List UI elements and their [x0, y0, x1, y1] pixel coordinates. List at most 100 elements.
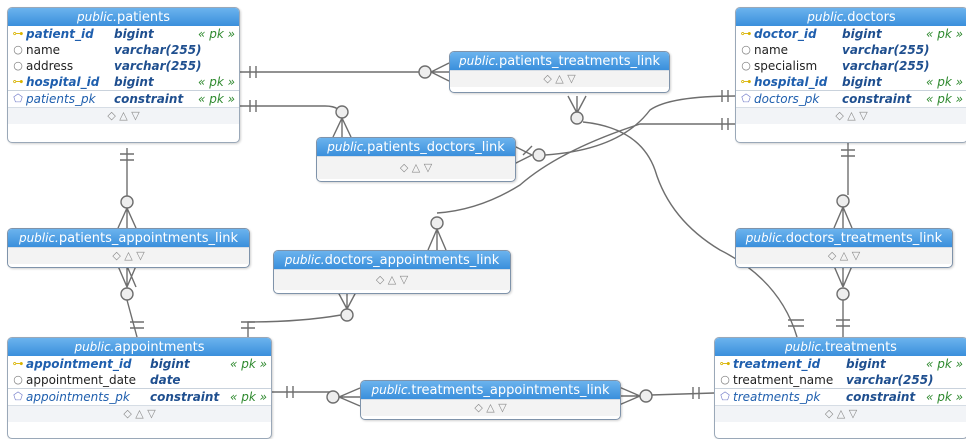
table-footer-controls[interactable]: ◇ △ ▽ [736, 107, 966, 124]
column-row[interactable]: ⊶ patient_id bigint « pk » [8, 26, 239, 42]
constraint-row[interactable]: ⬠ treatments_pk constraint « pk » [715, 388, 966, 405]
schema-label: public. [77, 10, 117, 24]
link-table-patients-appointments[interactable]: public.patients_appointments_link ◇ △ ▽ [7, 228, 250, 268]
table-header[interactable]: public.treatments [715, 338, 966, 356]
table-name: patients_treatments_link [498, 54, 660, 69]
table-footer-controls[interactable]: ◇ △ ▽ [274, 269, 510, 290]
column-name: hospital_id [26, 75, 100, 89]
table-footer-controls[interactable]: ◇ △ ▽ [8, 107, 239, 124]
constraint-row[interactable]: ⬠ patients_pk constraint « pk » [8, 90, 239, 107]
schema-label: public. [459, 54, 499, 68]
constraint-name: treatments_pk [733, 390, 821, 404]
column-name: address [26, 59, 74, 73]
table-footer-controls[interactable]: ◇ △ ▽ [8, 247, 249, 264]
footer-glyphs[interactable]: ◇ △ ▽ [123, 407, 156, 420]
table-doctors[interactable]: public.doctors ⊶ doctor_id bigint « pk »… [735, 7, 966, 143]
footer-glyphs[interactable]: ◇ △ ▽ [375, 273, 409, 286]
footer-glyphs[interactable]: ◇ △ ▽ [827, 249, 861, 262]
column-row[interactable]: ○ name varchar(255) [736, 42, 966, 58]
footer-glyphs[interactable]: ◇ △ ▽ [835, 109, 868, 122]
column-type: bigint [842, 75, 882, 89]
link-table-doctors-appointments[interactable]: public.doctors_appointments_link ◇ △ ▽ [273, 250, 511, 294]
table-patients[interactable]: public.patients ⊶ patient_id bigint « pk… [7, 7, 240, 143]
table-header[interactable]: public.appointments [8, 338, 271, 356]
table-footer-controls[interactable]: ◇ △ ▽ [8, 405, 271, 422]
rel-patients-patients-doctors [238, 105, 343, 119]
column-name: doctor_id [754, 27, 817, 41]
column-type: bigint [846, 357, 886, 371]
column-name: patient_id [26, 27, 94, 41]
column-row[interactable]: ○ appointment_date date [8, 372, 271, 388]
column-name: treatment_id [733, 357, 821, 371]
footer-glyphs[interactable]: ◇ △ ▽ [399, 161, 433, 174]
rel-doctors-doctors-appointments [436, 123, 735, 214]
constraint-row[interactable]: ⬠ doctors_pk constraint « pk » [736, 90, 966, 107]
column-row[interactable]: ○ specialism varchar(255) [736, 58, 966, 74]
column-name: appointment_date [26, 373, 137, 387]
column-icon: ○ [13, 373, 23, 386]
footer-glyphs[interactable]: ◇ △ ▽ [543, 72, 576, 85]
column-row[interactable]: ○ address varchar(255) [8, 58, 239, 74]
table-header[interactable]: public.doctors_treatments_link [736, 229, 952, 247]
column-icon: ○ [741, 43, 751, 56]
link-table-patients-treatments[interactable]: public.patients_treatments_link ◇ △ ▽ [449, 51, 670, 93]
column-row[interactable]: ⊶ doctor_id bigint « pk » [736, 26, 966, 42]
constraint-type: constraint [150, 390, 220, 404]
pk-flag: « pk » [229, 390, 267, 404]
column-row[interactable]: ⊶ hospital_id bigint « pk » [8, 74, 239, 90]
key-icon: ⊶ [12, 27, 24, 40]
table-header[interactable]: public.patients_treatments_link [450, 52, 669, 70]
column-name: treatment_name [733, 373, 834, 387]
link-table-doctors-treatments[interactable]: public.doctors_treatments_link ◇ △ ▽ [735, 228, 953, 268]
table-name: treatments_appointments_link [411, 383, 610, 398]
footer-glyphs[interactable]: ◇ △ ▽ [107, 109, 140, 122]
rel-doctors-treatments-treatments [833, 265, 853, 288]
rel-doctors-appointments-appointments [337, 291, 357, 310]
constraint-name: doctors_pk [754, 92, 820, 106]
rel-patients-appointments-appointments [117, 265, 137, 289]
table-header[interactable]: public.patients_doctors_link [317, 138, 515, 156]
key-icon: ⊶ [12, 75, 24, 88]
link-table-patients-doctors[interactable]: public.patients_doctors_link ◇ △ ▽ [316, 137, 516, 182]
key-icon: ⊶ [719, 357, 731, 370]
table-treatments[interactable]: public.treatments ⊶ treatment_id bigint … [714, 337, 966, 439]
column-type: varchar(255) [114, 43, 202, 57]
constraint-name: appointments_pk [26, 390, 130, 404]
table-footer-controls[interactable]: ◇ △ ▽ [715, 405, 966, 422]
table-name: doctors_treatments_link [785, 231, 943, 246]
column-icon: ○ [720, 373, 730, 386]
table-header[interactable]: public.doctors_appointments_link [274, 251, 510, 269]
table-name: patients [116, 10, 170, 25]
column-row[interactable]: ⊶ appointment_id bigint « pk » [8, 356, 271, 372]
column-type: bigint [150, 357, 190, 371]
constraint-row[interactable]: ⬠ appointments_pk constraint « pk » [8, 388, 271, 405]
schema-label: public. [74, 340, 115, 354]
footer-glyphs[interactable]: ◇ △ ▽ [824, 407, 858, 420]
footer-glyphs[interactable]: ◇ △ ▽ [112, 249, 145, 262]
column-name: name [26, 43, 61, 57]
pk-flag: « pk » [229, 357, 267, 371]
table-footer-controls[interactable]: ◇ △ ▽ [317, 156, 515, 179]
key-icon: ⊶ [12, 357, 24, 370]
column-name: name [754, 43, 789, 57]
table-footer-controls[interactable]: ◇ △ ▽ [736, 247, 952, 264]
table-header[interactable]: public.patients [8, 8, 239, 26]
column-row[interactable]: ○ treatment_name varchar(255) [715, 372, 966, 388]
table-header[interactable]: public.treatments_appointments_link [361, 381, 620, 399]
footer-glyphs[interactable]: ◇ △ ▽ [474, 401, 507, 414]
table-footer-controls[interactable]: ◇ △ ▽ [450, 70, 669, 87]
table-appointments[interactable]: public.appointments ⊶ appointment_id big… [7, 337, 272, 439]
table-header[interactable]: public.doctors [736, 8, 966, 26]
column-row[interactable]: ⊶ hospital_id bigint « pk » [736, 74, 966, 90]
table-name: treatments [824, 340, 897, 355]
key-icon: ⊶ [740, 75, 752, 88]
table-header[interactable]: public.patients_appointments_link [8, 229, 249, 247]
column-row[interactable]: ○ name varchar(255) [8, 42, 239, 58]
schema-label: public. [18, 231, 59, 245]
schema-label: public. [284, 253, 325, 267]
column-row[interactable]: ⊶ treatment_id bigint « pk » [715, 356, 966, 372]
link-table-treatments-appointments[interactable]: public.treatments_appointments_link ◇ △ … [360, 380, 621, 420]
table-footer-controls[interactable]: ◇ △ ▽ [361, 399, 620, 416]
constraint-icon: ⬠ [13, 390, 23, 403]
